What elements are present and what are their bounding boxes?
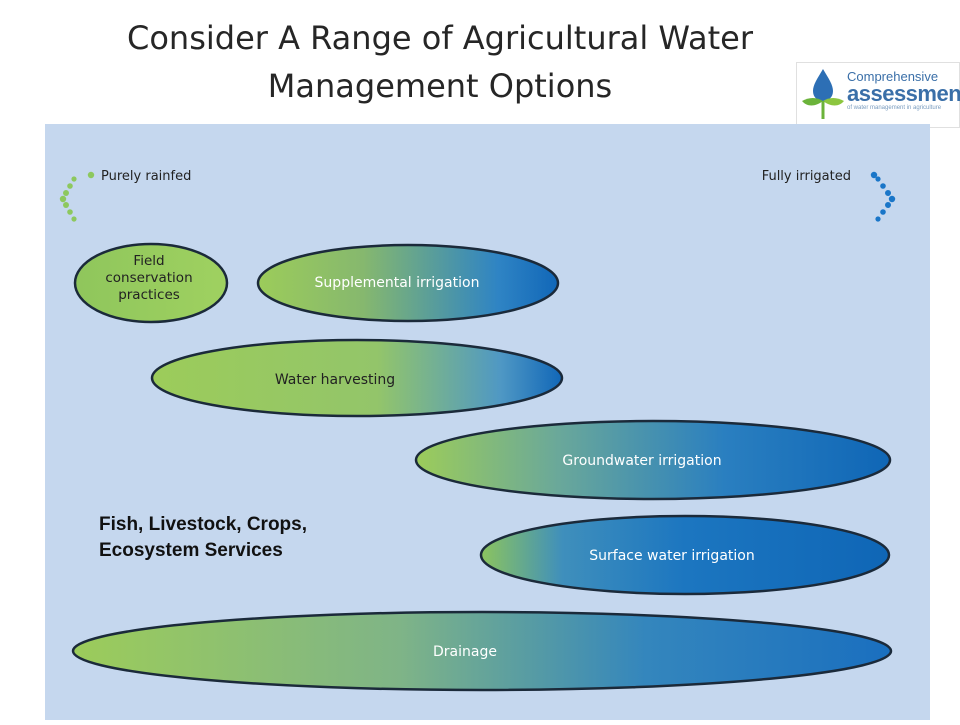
option-field-conservation: Field conservation practices: [73, 242, 229, 324]
logo-text: Comprehensive assessment of water manage…: [847, 70, 960, 112]
field-conservation-label-3: practices: [118, 287, 180, 303]
water-harvesting-label: Water harvesting: [275, 372, 395, 388]
slide-title: Consider A Range of Agricultural Water M…: [60, 14, 820, 110]
option-surface-water-irrigation: Surface water irrigation: [479, 514, 891, 596]
water-management-diagram: Purely rainfed Fully irrigated Field con…: [45, 124, 930, 720]
comprehensive-assessment-logo: Comprehensive assessment of water manage…: [796, 62, 960, 128]
groundwater-irrigation-ellipse: [414, 419, 892, 501]
rainfed-label: Purely rainfed: [101, 169, 191, 184]
supplemental-irrigation-ellipse: [256, 243, 560, 323]
irrigated-bullet: [870, 171, 878, 179]
logo-line-1: Comprehensive: [847, 69, 939, 84]
irrigated-label: Fully irrigated: [762, 169, 851, 184]
field-conservation-label-2: conservation: [105, 270, 192, 286]
drainage-label: Drainage: [433, 644, 497, 660]
groundwater-irrigation-label: Groundwater irrigation: [562, 453, 721, 469]
option-drainage: Drainage: [71, 610, 893, 692]
right-arrow-icon: [875, 176, 896, 222]
title-line-2: Management Options: [267, 67, 613, 105]
field-conservation-label-1: Field: [133, 253, 164, 269]
drainage-ellipse: [71, 610, 893, 692]
diagram-canvas: Purely rainfed Fully irrigated Field con…: [59, 169, 896, 692]
option-water-harvesting: Water harvesting: [150, 338, 564, 418]
caption-line-1: Fish, Livestock, Crops,: [99, 514, 307, 535]
left-arrow-icon: [59, 176, 77, 222]
water-harvesting-ellipse: [150, 338, 564, 418]
logo-line-3: of water management in agriculture: [847, 105, 942, 111]
water-drop-leaf-icon: [802, 69, 844, 119]
benefits-caption: Fish, Livestock, Crops, Ecosystem Servic…: [99, 512, 307, 564]
option-supplemental-irrigation: Supplemental irrigation: [256, 243, 560, 323]
title-line-1: Consider A Range of Agricultural Water: [126, 19, 754, 57]
rainfed-irrigated-axis: Purely rainfed Fully irrigated: [59, 169, 896, 222]
caption-line-2: Ecosystem Services: [99, 540, 283, 561]
field-conservation-ellipse: [73, 242, 229, 324]
option-groundwater-irrigation: Groundwater irrigation: [414, 419, 892, 501]
surface-water-irrigation-label: Surface water irrigation: [589, 548, 754, 564]
supplemental-irrigation-label: Supplemental irrigation: [315, 275, 480, 291]
logo-line-2: assessment: [847, 81, 960, 106]
surface-water-irrigation-ellipse: [479, 514, 891, 596]
rainfed-bullet: [87, 171, 95, 179]
